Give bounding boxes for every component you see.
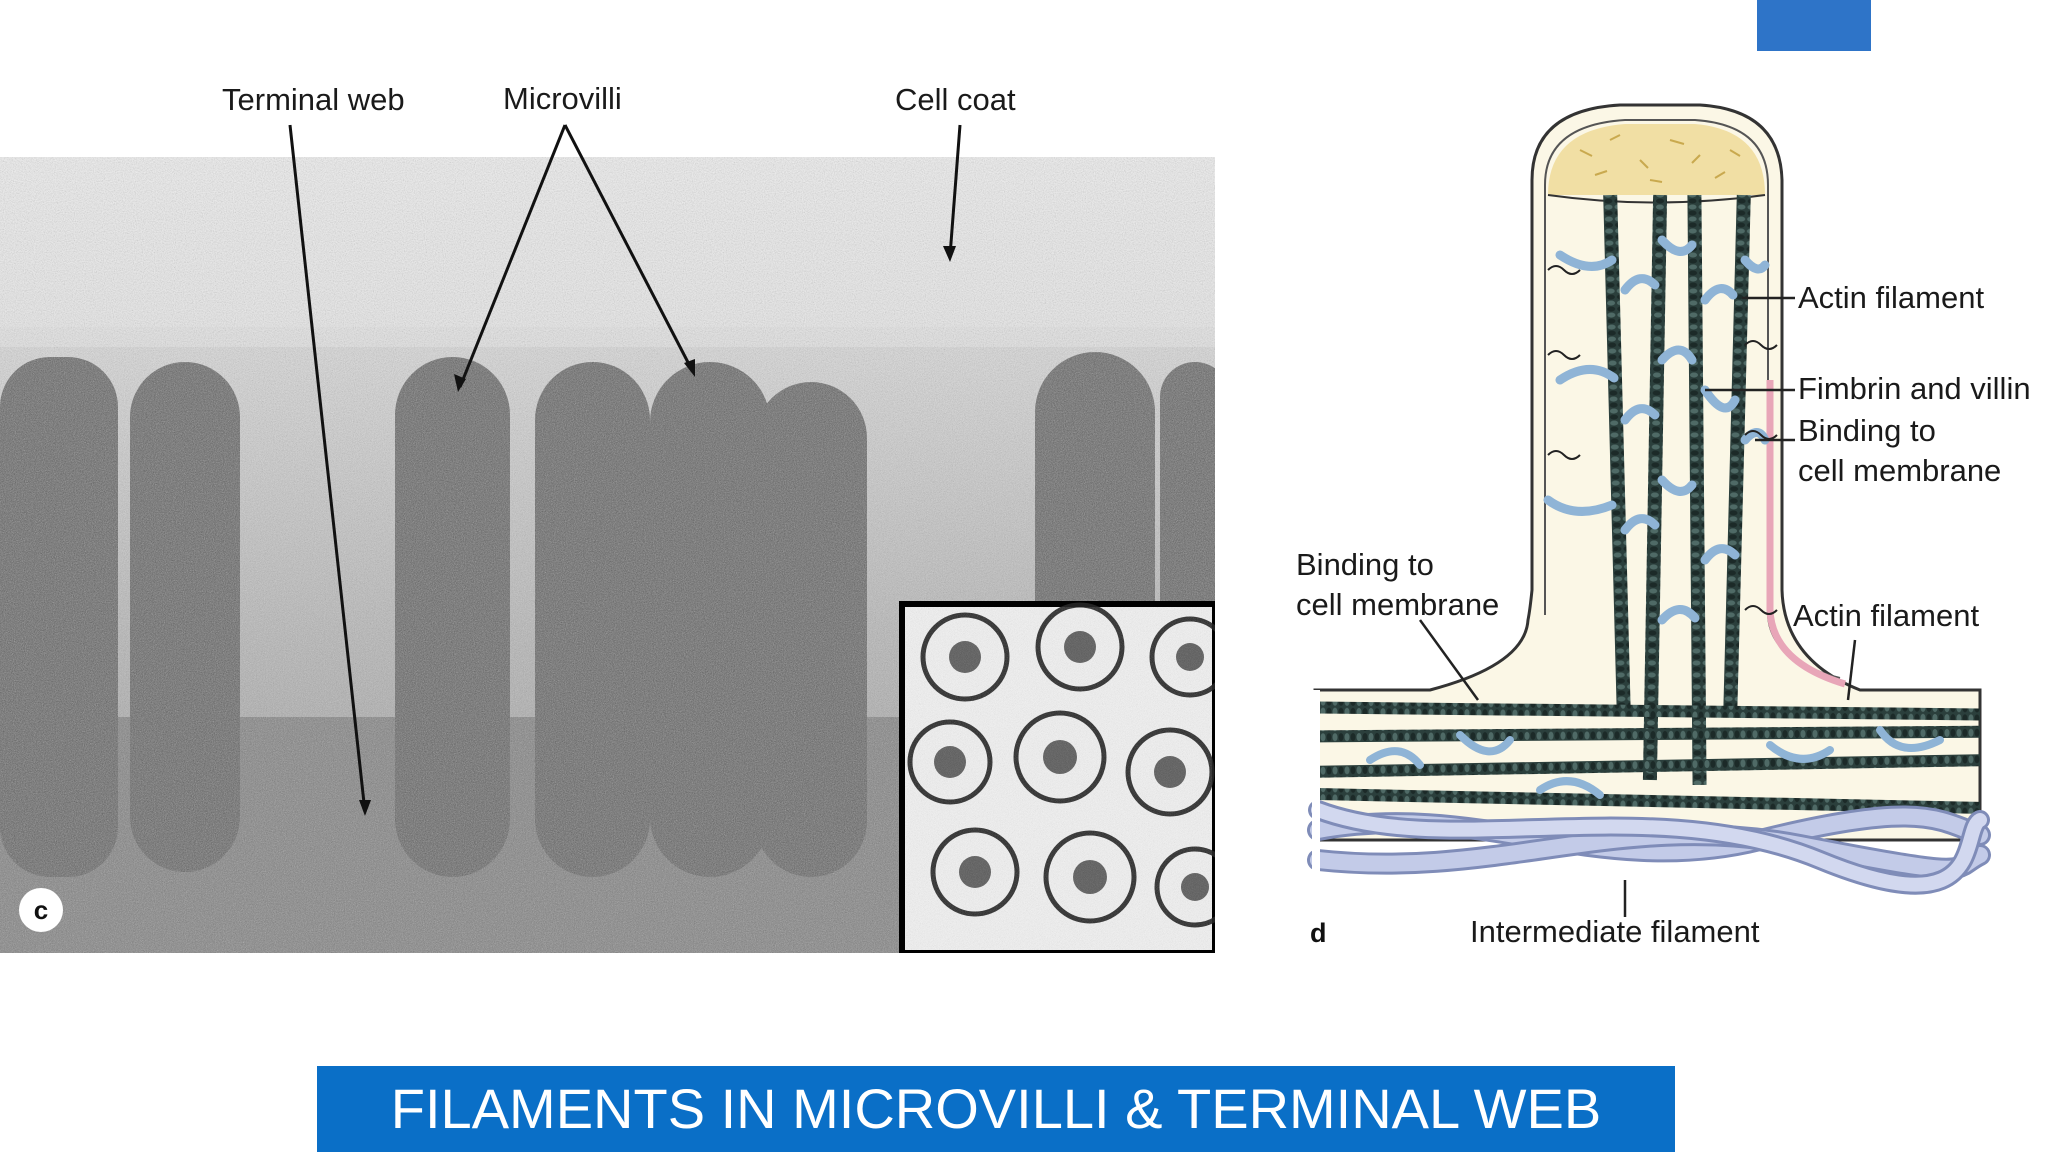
micrograph-panel xyxy=(0,157,1215,953)
label-fimbrin-villin: Fimbrin and villin xyxy=(1798,371,2031,406)
label-intermediate-filament: Intermediate filament xyxy=(1470,914,1760,949)
label-actin-filament-bottom: Actin filament xyxy=(1793,598,1980,633)
slide-title: FILAMENTS IN MICROVILLI & TERMINAL WEB xyxy=(390,1077,1602,1140)
label-binding-left-line2: cell membrane xyxy=(1296,587,1500,622)
label-cell-coat: Cell coat xyxy=(895,82,1016,117)
terminal-web-actin xyxy=(1317,701,1981,814)
label-actin-filament-top: Actin filament xyxy=(1798,280,1985,315)
intermediate-filaments xyxy=(1307,800,1991,895)
label-terminal-web: Terminal web xyxy=(222,82,405,117)
corner-accent-block xyxy=(1757,0,1871,51)
label-binding-right-line1: Binding to xyxy=(1798,413,1936,448)
fimbrin-crosslinks xyxy=(1543,235,1770,625)
actin-bundle xyxy=(1603,194,1751,786)
label-binding-right-line2: cell membrane xyxy=(1798,453,2002,488)
title-banner: FILAMENTS IN MICROVILLI & TERMINAL WEB xyxy=(317,1066,1675,1152)
tip-cap-texture xyxy=(1579,134,1741,183)
panel-letter-c: c xyxy=(19,888,63,932)
panel-letter-d: d xyxy=(1310,918,1327,948)
label-microvilli: Microvilli xyxy=(503,81,622,116)
micrograph-image xyxy=(0,157,1215,953)
membrane-binding-links xyxy=(1547,265,1778,615)
cross-section-inset xyxy=(899,601,1215,953)
label-binding-left-line1: Binding to xyxy=(1296,547,1434,582)
